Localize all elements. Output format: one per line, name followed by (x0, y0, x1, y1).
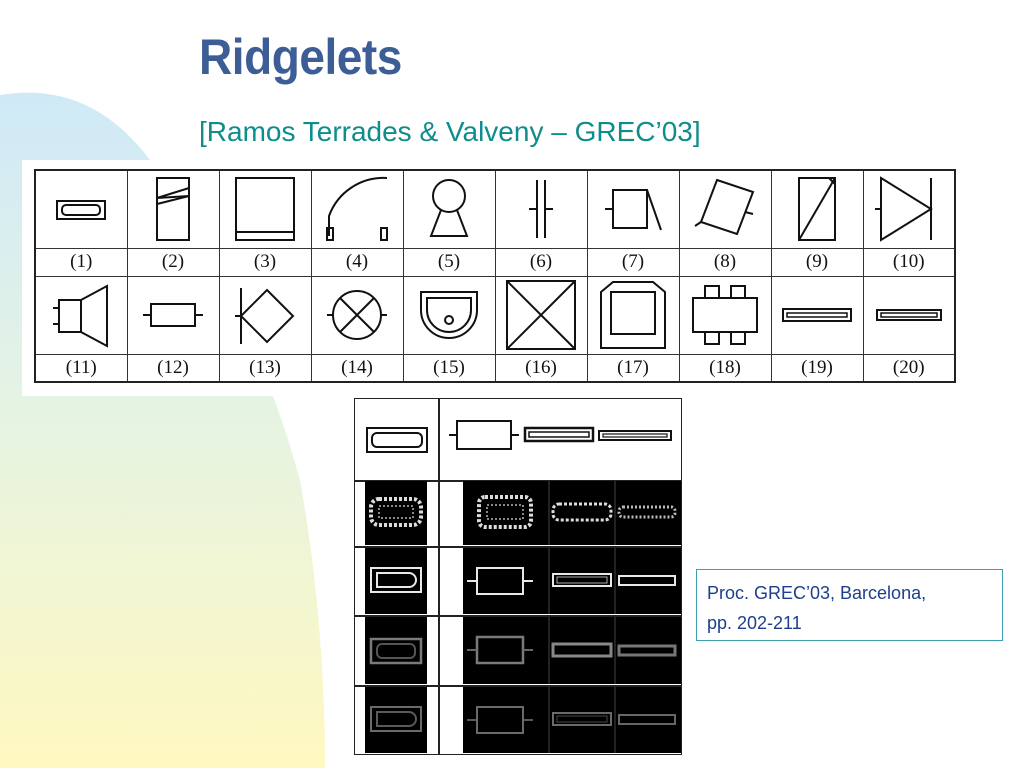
symbol-13-icon (235, 288, 295, 344)
ridgelet-results-grid (354, 398, 682, 755)
symbol-1 (34, 169, 128, 249)
symbol-6 (494, 169, 588, 249)
symbol-19-icon (782, 308, 852, 322)
symbol-7 (586, 169, 680, 249)
symbol-18 (678, 275, 772, 355)
symbol-label: (6) (494, 247, 588, 277)
symbol-12 (126, 275, 220, 355)
symbols-row-2 (34, 275, 956, 355)
symbol-5 (402, 169, 496, 249)
symbol-label: (11) (34, 353, 128, 383)
symbol-14 (310, 275, 404, 355)
ridgelet-result-cell (365, 481, 427, 545)
symbol-9 (770, 169, 864, 249)
symbol-label: (16) (494, 353, 588, 383)
symbols-row-1 (34, 169, 956, 249)
symbol-label: (18) (678, 353, 772, 383)
citation-line-2: pp. 202-211 (707, 613, 802, 633)
grid-row-separator (355, 685, 681, 687)
grid-row-separator (355, 480, 681, 482)
symbols-panel: (1) (2) (3) (4) (5) (6) (7) (8) (9) (10) (22, 160, 968, 396)
symbol-18-icon (692, 285, 758, 345)
symbol-label: (10) (862, 247, 956, 277)
original-symbol-12-icon (449, 420, 519, 450)
symbol-17-icon (600, 281, 666, 349)
symbol-12-icon (143, 303, 203, 327)
ridgelet-result-image (467, 617, 677, 684)
symbol-10 (862, 169, 956, 249)
symbol-2-icon (156, 177, 190, 242)
symbol-label: (7) (586, 247, 680, 277)
original-symbol-1-icon (366, 427, 428, 453)
ridgelet-result-image (369, 497, 423, 527)
ridgelet-result-image (369, 637, 423, 665)
symbol-label: (13) (218, 353, 312, 383)
symbol-3-icon (235, 177, 295, 242)
symbols-labels-row-1: (1) (2) (3) (4) (5) (6) (7) (8) (9) (10) (34, 247, 956, 277)
ridgelet-result-cell (365, 617, 427, 684)
ridgelet-result-image (467, 548, 676, 614)
ridgelet-result-image (467, 687, 676, 753)
ridgelet-result-cell (365, 687, 427, 753)
symbol-1-icon (56, 200, 107, 221)
symbol-20-icon (875, 309, 942, 321)
symbols-labels-row-2: (11) (12) (13) (14) (15) (16) (17) (18) … (34, 353, 956, 383)
symbol-label: (14) (310, 353, 404, 383)
grid-row-separator (355, 546, 681, 548)
grid-row-separator (355, 615, 681, 617)
symbols-table: (1) (2) (3) (4) (5) (6) (7) (8) (9) (10) (34, 169, 956, 383)
symbol-8 (678, 169, 772, 249)
symbol-label: (19) (770, 353, 864, 383)
symbol-15 (402, 275, 496, 355)
ridgelet-result-image (370, 706, 422, 732)
symbol-label: (9) (770, 247, 864, 277)
grid-divider (438, 399, 440, 754)
symbol-8-icon (694, 178, 755, 236)
ridgelet-result-image (477, 481, 677, 545)
symbol-11-icon (53, 284, 109, 348)
original-symbol-19-icon (523, 426, 595, 443)
slide-title: Ridgelets (199, 29, 402, 85)
symbol-7-icon (605, 189, 662, 231)
symbol-15-icon (420, 291, 478, 339)
symbol-16 (494, 275, 588, 355)
symbol-2 (126, 169, 220, 249)
citation-box: Proc. GREC’03, Barcelona, pp. 202-211 (696, 569, 1003, 641)
ridgelet-result-cell (365, 548, 427, 614)
symbol-11 (34, 275, 128, 355)
symbol-label: (12) (126, 353, 220, 383)
symbol-label: (15) (402, 353, 496, 383)
symbol-20 (862, 275, 956, 355)
symbol-label: (8) (678, 247, 772, 277)
symbol-label: (1) (34, 247, 128, 277)
symbol-label: (2) (126, 247, 220, 277)
symbol-16-icon (506, 280, 576, 350)
ridgelet-result-cell (463, 617, 681, 684)
symbol-9-icon (798, 177, 836, 242)
symbol-label: (3) (218, 247, 312, 277)
symbol-4 (310, 169, 404, 249)
original-symbol-20-icon (598, 430, 672, 441)
symbol-6-icon (529, 180, 553, 239)
symbol-label: (4) (310, 247, 404, 277)
ridgelet-result-cell (463, 548, 681, 614)
symbol-label: (5) (402, 247, 496, 277)
ridgelet-result-image (370, 567, 422, 593)
symbol-14-icon (327, 290, 387, 340)
symbol-13 (218, 275, 312, 355)
symbol-label: (17) (586, 353, 680, 383)
ridgelet-result-cell (463, 687, 681, 753)
symbol-17 (586, 275, 680, 355)
ridgelet-result-cell (463, 481, 681, 545)
symbol-4-icon (326, 177, 388, 242)
symbol-10-icon (874, 176, 933, 243)
slide-subtitle: [Ramos Terrades & Valveny – GREC’03] (199, 116, 701, 147)
symbol-label: (20) (862, 353, 956, 383)
citation-line-1: Proc. GREC’03, Barcelona, (707, 583, 927, 603)
symbol-5-icon (429, 179, 469, 238)
symbol-3 (218, 169, 312, 249)
symbol-19 (770, 275, 864, 355)
